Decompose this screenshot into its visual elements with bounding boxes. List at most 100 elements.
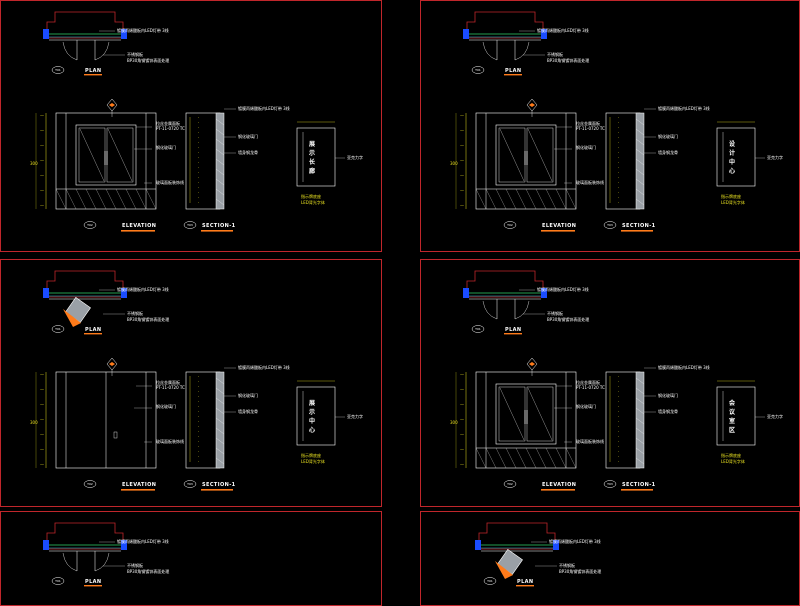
drawing-tag-label: T02 bbox=[506, 482, 513, 486]
drawing-tag-label: T03 bbox=[186, 223, 193, 227]
elev-note-2: PT-11-0720 TC bbox=[576, 385, 605, 390]
base-hatch bbox=[65, 188, 77, 210]
signage-box bbox=[716, 127, 756, 187]
sign-character: 示 bbox=[309, 150, 315, 157]
elev-note-4: 玻璃面板装饰线 bbox=[576, 438, 604, 444]
section-hatch bbox=[635, 128, 645, 136]
section-dot: · bbox=[618, 449, 619, 454]
elev-note-1: 拉丝金属面板 bbox=[576, 379, 600, 385]
section-dot: · bbox=[198, 394, 199, 399]
dim-total: 300 bbox=[30, 420, 38, 425]
base-hatch bbox=[495, 447, 507, 469]
elevation-frame bbox=[475, 112, 577, 210]
section-dot: · bbox=[618, 120, 619, 125]
sign-character: 心 bbox=[309, 426, 315, 434]
sect-note-3: 墙身钢龙骨 bbox=[658, 408, 678, 414]
section-dot: · bbox=[198, 434, 199, 439]
title-underline bbox=[201, 230, 233, 232]
plan-note-3: BP30角钢镀锌表面处理 bbox=[127, 568, 169, 574]
section-marker-fill bbox=[529, 362, 535, 366]
dim-tick: — bbox=[460, 372, 464, 377]
title-underline bbox=[84, 74, 102, 76]
door-frame bbox=[495, 124, 557, 186]
section-hatch bbox=[215, 148, 225, 156]
plan-note-2: 不锈钢板 bbox=[559, 562, 575, 568]
section-hatch bbox=[635, 118, 645, 126]
glass-hatch bbox=[499, 387, 525, 441]
plan-note-1: 镀膜丙烯酸板内LED灯带 3线 bbox=[549, 538, 601, 544]
base-hatch bbox=[545, 188, 557, 210]
section-dot: · bbox=[198, 145, 199, 150]
elevation-frame bbox=[475, 371, 577, 469]
title-underline bbox=[504, 333, 522, 335]
dim-tick: — bbox=[460, 462, 464, 467]
section-hatch bbox=[635, 188, 645, 196]
section-dot: · bbox=[618, 160, 619, 165]
base-hatch bbox=[95, 188, 107, 210]
section-dot: · bbox=[618, 135, 619, 140]
sign-character: 中 bbox=[309, 417, 315, 425]
section-dot: · bbox=[198, 414, 199, 419]
section-dot: · bbox=[198, 439, 199, 444]
section-dot: · bbox=[618, 404, 619, 409]
drawing-tag bbox=[51, 66, 65, 74]
plan-end-block bbox=[541, 29, 547, 39]
plan-end-block bbox=[43, 29, 49, 39]
base-hatch bbox=[505, 188, 517, 210]
section-dot: · bbox=[198, 424, 199, 429]
dim-tick: — bbox=[40, 188, 44, 193]
section-dot: · bbox=[618, 384, 619, 389]
drawing-tag bbox=[503, 221, 517, 229]
title-underline bbox=[84, 333, 102, 335]
section-hatch bbox=[635, 387, 645, 395]
elev-note-2: PT-11-0720 TC bbox=[156, 126, 185, 131]
section-dot: · bbox=[198, 449, 199, 454]
drawing-tag-label: T02 bbox=[506, 223, 513, 227]
sect-note-1: 镀膜丙烯酸板内LED灯带 3线 bbox=[658, 105, 710, 111]
section-hatch bbox=[215, 447, 225, 455]
sign-note-3: LED背光字体 bbox=[721, 458, 745, 464]
section-hatch bbox=[215, 118, 225, 126]
sign-character: 会 bbox=[729, 399, 736, 407]
section-wall bbox=[215, 112, 225, 210]
sign-character: 议 bbox=[729, 408, 736, 416]
section-dot: · bbox=[198, 140, 199, 145]
section-hatch bbox=[215, 387, 225, 395]
section-dot: · bbox=[618, 414, 619, 419]
sign-note-2: 指示牌底座 bbox=[721, 452, 741, 458]
elevation-frame bbox=[55, 112, 157, 210]
plan-hood bbox=[46, 522, 124, 550]
section-dot: · bbox=[198, 379, 199, 384]
title-underline bbox=[541, 489, 575, 491]
section-dot: · bbox=[198, 155, 199, 160]
dim-tick: — bbox=[40, 143, 44, 148]
base-hatch bbox=[55, 188, 67, 210]
dim-tick: — bbox=[460, 128, 464, 133]
section-hatch bbox=[635, 457, 645, 465]
sign-character: 廊 bbox=[309, 167, 315, 175]
title-underline bbox=[201, 489, 233, 491]
plan-end-block bbox=[463, 29, 469, 39]
dim-tick: — bbox=[40, 372, 44, 377]
section-hatch bbox=[635, 148, 645, 156]
section-hatch bbox=[215, 128, 225, 136]
title-underline bbox=[121, 230, 155, 232]
glass-hatch bbox=[107, 128, 133, 182]
section-dot: · bbox=[618, 394, 619, 399]
handle bbox=[113, 431, 118, 439]
sect-note-3: 墙身钢龙骨 bbox=[238, 408, 258, 414]
base-hatch bbox=[115, 188, 127, 210]
section-dot: · bbox=[618, 145, 619, 150]
view-title: SECTION-1 bbox=[202, 223, 236, 229]
section-marker-fill bbox=[109, 362, 115, 366]
section-dot: · bbox=[618, 180, 619, 185]
section-dot: · bbox=[618, 125, 619, 130]
plan-note-3: BP30角钢镀锌表面处理 bbox=[547, 57, 589, 63]
base-hatch bbox=[565, 447, 577, 469]
sect-note-1: 镀膜丙烯酸板内LED灯带 3线 bbox=[658, 364, 710, 370]
glass-hatch bbox=[499, 128, 525, 182]
section-dot: · bbox=[198, 120, 199, 125]
section-hatch bbox=[215, 178, 225, 186]
